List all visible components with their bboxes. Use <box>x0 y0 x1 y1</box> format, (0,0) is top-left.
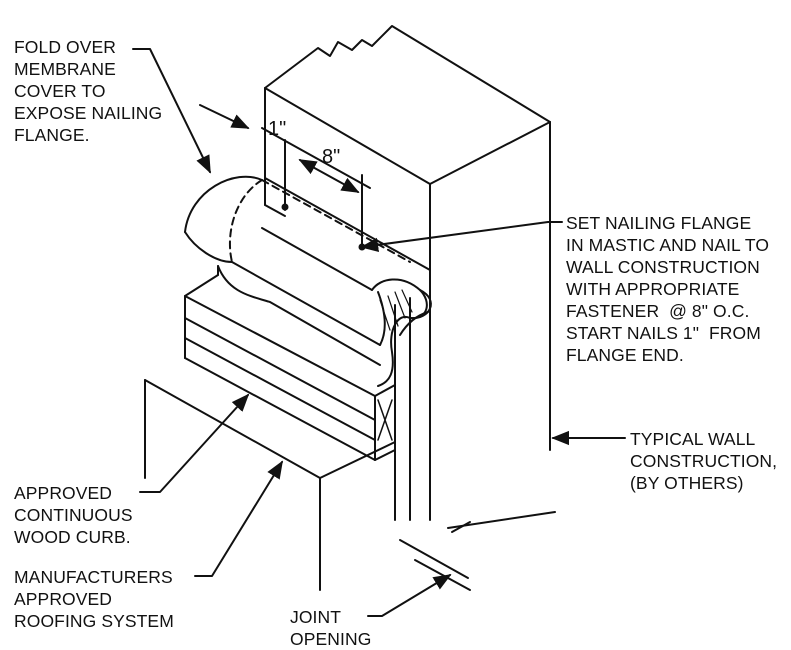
roofing-system <box>144 379 396 591</box>
wall-block <box>264 25 551 521</box>
typical-wall-label: TYPICAL WALL CONSTRUCTION, (BY OTHERS) <box>630 429 778 493</box>
wood-curb-label: APPROVED CONTINUOUS WOOD CURB. <box>14 483 133 547</box>
leader-arrows <box>132 48 626 617</box>
joint-opening-label: JOINT OPENING <box>290 607 372 649</box>
fold-over-label: FOLD OVER MEMBRANE COVER TO EXPOSE NAILI… <box>14 37 163 145</box>
joint-opening-dim <box>399 511 556 591</box>
dimension-1-inch: 1" <box>268 118 287 140</box>
roofing-system-label: MANUFACTURERS APPROVED ROOFING SYSTEM <box>14 567 174 631</box>
set-nailing-flange-label: SET NAILING FLANGE IN MASTIC AND NAIL TO… <box>566 213 770 365</box>
dimension-8-inch: 8" <box>322 146 341 168</box>
wood-curb <box>184 274 396 461</box>
membrane-cover <box>184 175 432 387</box>
